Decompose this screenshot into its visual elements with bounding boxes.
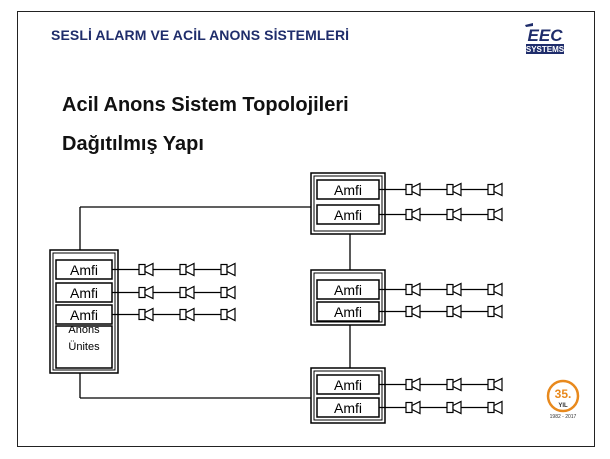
speaker-horn-icon — [144, 307, 154, 322]
speaker-horn-icon — [226, 307, 236, 322]
speaker-horn-icon — [144, 262, 154, 277]
logo-subword: SYSTEMS — [526, 45, 565, 54]
speaker-icon — [446, 378, 454, 391]
right-rack-bottom-inner — [313, 370, 383, 421]
speaker-horn-icon — [411, 282, 421, 297]
announcement-unit-label-line2: Ünites — [68, 341, 100, 353]
badge-word: YIL — [558, 403, 568, 409]
speaker-horn-icon — [493, 400, 503, 415]
speaker-icon — [446, 183, 454, 196]
speaker-horn-icon — [493, 282, 503, 297]
speaker-horn-icon — [411, 400, 421, 415]
speaker-icon — [405, 305, 413, 318]
speaker-icon — [220, 263, 228, 276]
speaker-icon — [138, 308, 146, 321]
speaker-icon — [405, 208, 413, 221]
speaker-icon — [487, 183, 495, 196]
speaker-icon — [220, 286, 228, 299]
speaker-icon — [487, 378, 495, 391]
slide-subtitle: Dağıtılmış Yapı — [62, 133, 204, 155]
speaker-horn-icon — [452, 400, 462, 415]
speaker-icon — [446, 283, 454, 296]
speaker-horn-icon — [185, 307, 195, 322]
speaker-horn-icon — [452, 282, 462, 297]
amplifier-label: Amfi — [334, 282, 362, 298]
anniversary-badge-icon: 35. YIL 1982 - 2017 — [546, 379, 580, 420]
speaker-icon — [487, 283, 495, 296]
badge-number: 35. — [555, 387, 572, 401]
speaker-horn-icon — [411, 207, 421, 222]
speaker-icon — [179, 286, 187, 299]
speaker-icon — [405, 401, 413, 414]
amplifier-label: Amfi — [70, 262, 98, 278]
speaker-horn-icon — [452, 207, 462, 222]
speaker-icon — [179, 263, 187, 276]
speaker-icon — [446, 305, 454, 318]
speaker-icon — [446, 401, 454, 414]
speaker-horn-icon — [411, 304, 421, 319]
speaker-icon — [446, 208, 454, 221]
speaker-horn-icon — [452, 304, 462, 319]
slide-title: Acil Anons Sistem Topolojileri — [62, 94, 349, 116]
speaker-icon — [138, 263, 146, 276]
speaker-horn-icon — [452, 182, 462, 197]
speaker-horn-icon — [493, 377, 503, 392]
speaker-icon — [220, 308, 228, 321]
amplifier-label: Amfi — [334, 377, 362, 393]
speaker-icon — [405, 378, 413, 391]
speaker-icon — [487, 208, 495, 221]
eec-systems-logo: EEC SYSTEMS — [523, 19, 567, 57]
right-rack-top-inner — [313, 175, 383, 232]
announcement-unit-box — [55, 325, 113, 369]
speaker-icon — [179, 308, 187, 321]
speaker-horn-icon — [493, 304, 503, 319]
amplifier-label: Amfi — [334, 207, 362, 223]
speaker-icon — [138, 286, 146, 299]
right-rack-middle-inner — [313, 272, 383, 323]
header-title: SESLİ ALARM VE ACİL ANONS SİSTEMLERİ — [51, 27, 350, 43]
speaker-horn-icon — [493, 207, 503, 222]
amplifier-label: Amfi — [334, 182, 362, 198]
speaker-icon — [405, 283, 413, 296]
amplifier-label: Amfi — [70, 307, 98, 323]
amplifier-label: Amfi — [70, 285, 98, 301]
speaker-horn-icon — [411, 377, 421, 392]
badge-years: 1982 - 2017 — [550, 414, 577, 420]
speaker-icon — [487, 305, 495, 318]
left-rack-inner — [52, 252, 116, 371]
slide-frame — [17, 11, 595, 447]
speaker-horn-icon — [185, 285, 195, 300]
speaker-horn-icon — [144, 285, 154, 300]
amplifier-label: Amfi — [334, 304, 362, 320]
speaker-horn-icon — [226, 285, 236, 300]
announcement-unit-label-line1: Anons — [68, 324, 100, 336]
speaker-icon — [405, 183, 413, 196]
speaker-horn-icon — [493, 182, 503, 197]
speaker-horn-icon — [226, 262, 236, 277]
speaker-icon — [487, 401, 495, 414]
speaker-horn-icon — [452, 377, 462, 392]
speaker-horn-icon — [411, 182, 421, 197]
speaker-horn-icon — [185, 262, 195, 277]
logo-word: EEC — [528, 26, 564, 45]
amplifier-label: Amfi — [334, 400, 362, 416]
